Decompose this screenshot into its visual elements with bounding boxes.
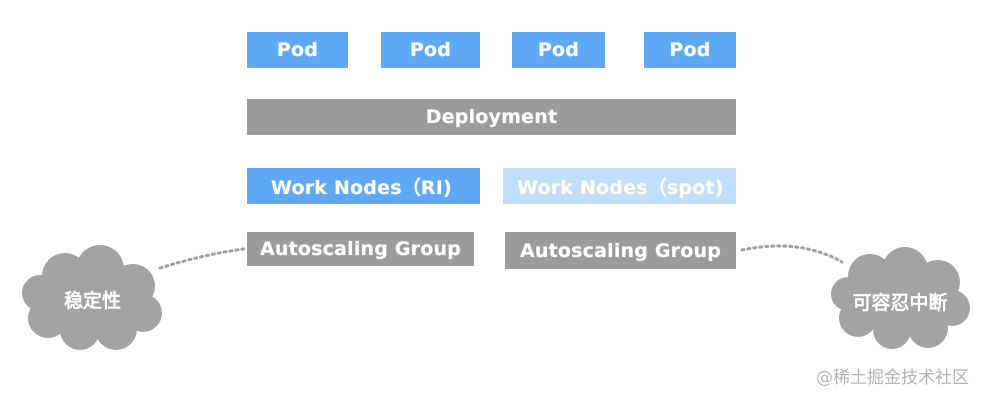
connector-left: [158, 247, 246, 270]
cloud-icon: [22, 245, 162, 350]
work-nodes-spot-box: Work Nodes（spot): [503, 168, 736, 204]
cloud-stability-label: 稳定性: [63, 290, 121, 312]
work-nodes-ri-box: Work Nodes（RI): [247, 168, 480, 204]
connector-right: [740, 244, 844, 264]
pod-box-2: Pod: [381, 32, 480, 68]
pod-box-4: Pod: [644, 32, 736, 68]
autoscaling-group-left-box: Autoscaling Group: [247, 232, 474, 266]
pod-box-3: Pod: [512, 32, 605, 68]
pod-box-1: Pod: [247, 32, 348, 68]
cloud-interruptible-label: 可容忍中断: [852, 292, 948, 314]
cloud-interruptible: 可容忍中断: [830, 246, 970, 349]
deployment-box: Deployment: [247, 99, 736, 135]
cloud-icon: [831, 247, 970, 349]
cloud-stability: 稳定性: [20, 243, 165, 351]
watermark: @稀土掘金技术社区: [816, 368, 969, 388]
autoscaling-group-right-box: Autoscaling Group: [505, 232, 736, 269]
